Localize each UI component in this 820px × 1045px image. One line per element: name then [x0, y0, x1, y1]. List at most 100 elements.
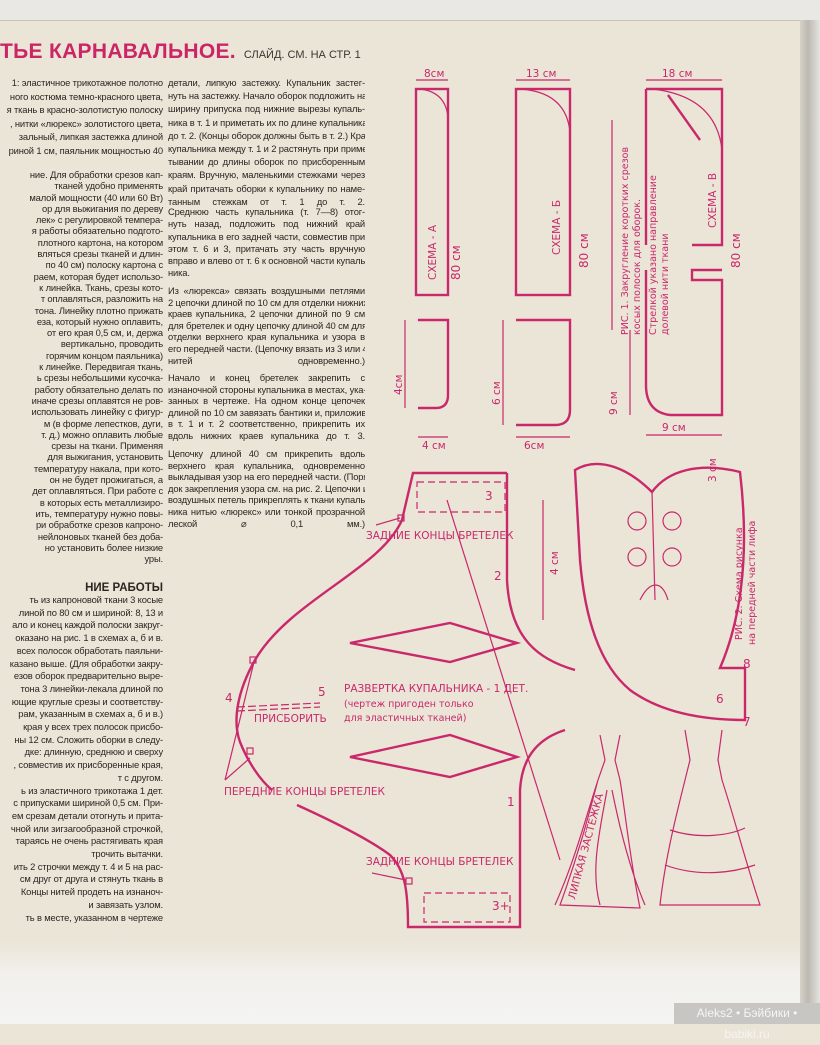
schema-a-width: 8см — [424, 68, 444, 80]
schema-b-length: 80 см — [577, 233, 591, 268]
pattern-outline-bottom — [296, 728, 566, 929]
dress-sketch-front — [554, 734, 646, 909]
text-line: ника. — [168, 267, 190, 279]
text-line: рам, указанным в схемах а, б и в.) — [18, 708, 163, 720]
text-line: края у всех трех полосок присбо- — [23, 721, 163, 733]
text-line: ть в месте, указанном в чертеже — [25, 911, 163, 923]
schema-a-strip — [414, 87, 450, 297]
text-line: до т. 2. (Концы оборок должны быть в т. … — [168, 129, 365, 141]
schema-a: 8см СХЕМА - А 80 см 4см 4 см — [393, 68, 463, 452]
schema-c-end-width: 9 см — [662, 422, 686, 434]
closure-area-top — [416, 481, 506, 513]
text-line: плотного картона, на котором — [37, 236, 163, 248]
text-line: дке: длинную, среднюю и сверху — [24, 746, 163, 758]
watermark: Aleks2 • Бэйбики • babiki.ru — [674, 1003, 820, 1041]
figure1-caption-line: долевой нити ткани — [660, 234, 671, 336]
point-3-bottom: 3+ — [492, 899, 510, 913]
text-line: всех полосок обработать паяльни- — [16, 644, 163, 656]
text-line: раем, которая будет использо- — [33, 270, 163, 282]
dart-upper — [349, 621, 522, 664]
grain-arrow-icon — [667, 94, 701, 141]
pattern-outline-left — [235, 471, 507, 791]
figure1-caption-line: Стрелкой указано направление — [648, 175, 659, 335]
point-4: 4 — [225, 691, 233, 705]
text-line: для выжигания, установить — [47, 451, 163, 463]
figure2-caption-line: РИС. 2. Схема рисунка — [734, 527, 745, 640]
leader-lines — [224, 517, 407, 881]
page-title: ТЬЕ КАРНАВАЛЬНОЕ. — [0, 40, 236, 63]
bodice-outline — [573, 462, 747, 722]
text-line: еза, который нужно оплавить, — [36, 315, 163, 327]
text-line: уры. — [144, 553, 163, 565]
text-line: выкладывая узор на его передней части. (… — [168, 471, 365, 483]
text-line: ь из эластичного трикотажа 1 дет. — [21, 784, 163, 796]
text-line: езов оборок предварительно выре- — [13, 670, 163, 682]
text-line: , совместив их присборенные края, — [13, 759, 163, 771]
strap-mark — [405, 877, 413, 885]
schema-c-width: 18 см — [662, 68, 692, 80]
text-line: воздушных петель прикреплять к ткани куп… — [168, 494, 365, 506]
scan-top-edge — [0, 0, 820, 21]
point-3: 3 — [485, 489, 493, 503]
middle-column-p2: Среднюю часть купальника (т. 7—8) отог-н… — [168, 206, 365, 280]
text-line: иначе срезы оплавятся не ров- — [31, 394, 163, 406]
schema-b-end-width: 6см — [524, 440, 544, 452]
text-line: , нитки «люрекс» золотистого цвета, — [9, 117, 163, 129]
text-line: ющие круглые срезы и соответству- — [11, 695, 163, 707]
pattern-title: РАЗВЕРТКА КУПАЛЬНИКА - 1 ДЕТ. — [344, 683, 528, 695]
text-line: ем срезам детали отогнуть и прита- — [11, 809, 163, 821]
schema-c-length: 80 см — [729, 233, 743, 268]
text-line: трочить вытачки. — [91, 848, 163, 860]
text-line: я работы обязательно подгото- — [31, 225, 163, 237]
text-line: ало и конец каждой полоски закруг- — [12, 619, 163, 631]
text-line: и завязать узлом. — [88, 898, 163, 910]
text-line: ор для выжигания по дереву — [42, 202, 163, 214]
text-line: этом т. 6 и 3, притачать эту часть вручн… — [168, 242, 365, 254]
text-line: ть из капроновой ткани 3 косые — [29, 594, 164, 605]
article-title: ТЬЕ КАРНАВАЛЬНОЕ.СЛАЙД. СМ. НА СТР. 1 — [0, 40, 361, 64]
schema-b-end — [516, 318, 572, 427]
label-front-straps: ПЕРЕДНИЕ КОНЦЫ БРЕТЕЛЕК — [224, 786, 386, 798]
text-line: тывании до длины оборок по присборенным — [168, 156, 365, 168]
left-column-p1: 1: эластичное трикотажное полотно ного ко… — [0, 76, 163, 157]
closure-area-bottom — [423, 892, 511, 923]
pattern-circle — [662, 547, 682, 567]
strap-mark — [246, 747, 254, 755]
text-line: Среднюю часть купальника (т. 7—8) отог- — [168, 206, 365, 217]
section-heading: НИЕ РАБОТЫ — [85, 582, 163, 594]
schema-b-rounding — [519, 88, 571, 133]
text-line: детали, липкую застежку. Купальник засте… — [168, 77, 365, 88]
scan-right-edge — [800, 20, 820, 1024]
text-line: от его края 0,5 см, и, держа — [47, 327, 163, 339]
text-line: отделки верхнего края купальника и узора… — [168, 331, 365, 343]
text-line: Цепочку длиной 40 см прикрепить вдоль — [168, 448, 365, 459]
text-line: тараясь не очень растягивать края — [15, 835, 163, 847]
bodice-pattern — [639, 491, 669, 601]
text-line: Концы нитей продеть на изнаноч- — [20, 886, 163, 898]
text-line: лек» с регулировкой темпера- — [35, 214, 163, 226]
middle-column-p1: детали, липкую застежку. Купальник засте… — [168, 76, 365, 208]
dress-sketch-back — [659, 729, 761, 906]
pattern-note: (чертеж пригоден только — [344, 699, 474, 710]
text-line: 1: эластичное трикотажное полотно — [11, 77, 163, 88]
text-line: но установить более низкие — [44, 541, 163, 553]
text-line: тканей удобно применять — [54, 180, 163, 192]
text-line: ного костюма темно-красного цвета, — [9, 90, 163, 102]
pattern-circle — [662, 511, 682, 531]
text-line: см друг от друга и стянуть ткань в — [19, 873, 163, 885]
text-line: нуть назад, подложить под нижний край — [168, 218, 365, 230]
pattern-note: для эластичных тканей) — [344, 713, 466, 724]
text-line: ить 2 строчки между т. 4 и 5 на рас- — [13, 860, 163, 872]
text-line: леской ⌀ 0,1 мм.) — [168, 517, 365, 529]
text-line: т оплавляться, разложить на — [40, 293, 163, 305]
text-line: нейлоновых тканей без доба- — [37, 530, 163, 542]
text-line: в которых есть металлизиро- — [39, 496, 163, 508]
text-line: танным стежкам от т. 1 до т. 2. — [168, 195, 365, 207]
text-line: купальника в его задней части, совместив… — [168, 230, 365, 242]
text-line: длиной по 10 см завязать бантики и, прил… — [168, 406, 365, 418]
text-line: краев купальника, 2 цепочки длиной по 9 … — [168, 308, 365, 320]
text-line: м (в форме лепестков, дуги, — [43, 417, 163, 429]
text-line: он не будет прожигаться, а — [49, 474, 163, 486]
